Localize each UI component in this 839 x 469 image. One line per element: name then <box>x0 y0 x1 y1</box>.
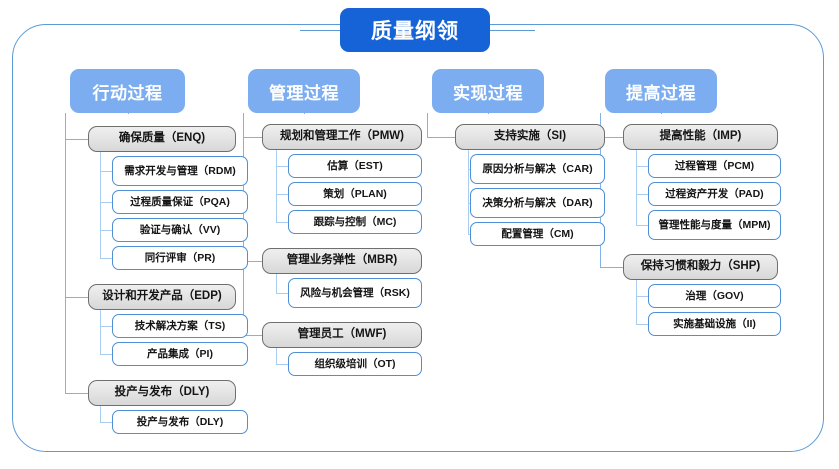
leaf-box[interactable]: 策划（PLAN) <box>288 182 422 206</box>
leaf-box[interactable]: 组织级培训（OT) <box>288 352 422 376</box>
connector-leaf-stub <box>100 354 112 356</box>
title-connector <box>490 30 535 32</box>
connector-group-stub <box>243 335 262 337</box>
group-box[interactable]: 支持实施（SI) <box>455 124 605 150</box>
connector-leaf-stub <box>636 296 648 298</box>
leaf-box[interactable]: 估算（EST) <box>288 154 422 178</box>
connector-child-spine <box>100 308 102 354</box>
connector-header-stub <box>488 113 490 114</box>
connector-leaf-stub <box>100 326 112 328</box>
leaf-box[interactable]: 风险与机会管理（RSK) <box>288 278 422 308</box>
column-header-2[interactable]: 管理过程 <box>248 69 360 113</box>
connector-child-spine <box>468 148 470 234</box>
connector-group-stub <box>600 137 623 139</box>
connector-child-spine <box>100 404 102 422</box>
group-box[interactable]: 确保质量（ENQ) <box>88 126 236 152</box>
leaf-box[interactable]: 治理（GOV) <box>648 284 781 308</box>
connector-leaf-stub <box>276 222 288 224</box>
leaf-box[interactable]: 同行评审（PR) <box>112 246 248 270</box>
connector-leaf-stub <box>468 234 470 236</box>
connector-leaf-stub <box>276 194 288 196</box>
column-header-3[interactable]: 实现过程 <box>432 69 544 113</box>
connector-group-stub <box>427 137 455 139</box>
leaf-box[interactable]: 管理性能与度量（MPM) <box>648 210 781 240</box>
connector-column-spine <box>427 113 429 137</box>
leaf-box[interactable]: 验证与确认（VV) <box>112 218 248 242</box>
group-box[interactable]: 规划和管理工作（PMW) <box>262 124 422 150</box>
group-box[interactable]: 提高性能（IMP) <box>623 124 778 150</box>
leaf-box[interactable]: 需求开发与管理（RDM) <box>112 156 248 186</box>
leaf-box[interactable]: 过程管理（PCM) <box>648 154 781 178</box>
connector-leaf-stub <box>100 230 112 232</box>
connector-leaf-stub <box>636 194 648 196</box>
connector-column-spine <box>65 113 67 393</box>
connector-leaf-stub <box>100 422 112 424</box>
connector-header-stub <box>127 113 129 114</box>
leaf-box[interactable]: 配置管理（CM) <box>470 222 605 246</box>
connector-child-spine <box>276 272 278 293</box>
connector-leaf-stub <box>100 202 112 204</box>
connector-leaf-stub <box>636 225 648 227</box>
leaf-box[interactable]: 实施基础设施（II) <box>648 312 781 336</box>
connector-leaf-stub <box>276 364 288 366</box>
connector-leaf-stub <box>100 171 112 173</box>
connector-group-stub <box>243 137 262 139</box>
connector-child-spine <box>100 150 102 258</box>
title-connector <box>300 30 345 32</box>
group-box[interactable]: 保持习惯和毅力（SHP) <box>623 254 778 280</box>
leaf-box[interactable]: 过程质量保证（PQA) <box>112 190 248 214</box>
connector-child-spine <box>636 148 638 225</box>
connector-group-stub <box>243 261 262 263</box>
connector-header-stub <box>661 113 663 114</box>
leaf-box[interactable]: 跟踪与控制（MC) <box>288 210 422 234</box>
group-box[interactable]: 管理员工（MWF) <box>262 322 422 348</box>
connector-leaf-stub <box>276 293 288 295</box>
connector-leaf-stub <box>636 324 648 326</box>
connector-header-stub <box>304 113 306 114</box>
connector-group-stub <box>600 267 623 269</box>
connector-child-spine <box>276 346 278 364</box>
connector-leaf-stub <box>276 166 288 168</box>
connector-group-stub <box>65 139 88 141</box>
connector-child-spine <box>276 148 278 222</box>
group-box[interactable]: 管理业务弹性（MBR) <box>262 248 422 274</box>
connector-leaf-stub <box>100 258 112 260</box>
leaf-box[interactable]: 投产与发布（DLY) <box>112 410 248 434</box>
leaf-box[interactable]: 原因分析与解决（CAR) <box>470 154 605 184</box>
connector-group-stub <box>65 297 88 299</box>
group-box[interactable]: 投产与发布（DLY) <box>88 380 236 406</box>
leaf-box[interactable]: 技术解决方案（TS) <box>112 314 248 338</box>
connector-child-spine <box>636 278 638 324</box>
diagram-title: 质量纲领 <box>340 8 490 52</box>
connector-group-stub <box>65 393 88 395</box>
column-header-4[interactable]: 提高过程 <box>605 69 717 113</box>
group-box[interactable]: 设计和开发产品（EDP) <box>88 284 236 310</box>
leaf-box[interactable]: 产品集成（PI) <box>112 342 248 366</box>
column-header-1[interactable]: 行动过程 <box>70 69 185 113</box>
leaf-box[interactable]: 决策分析与解决（DAR) <box>470 188 605 218</box>
leaf-box[interactable]: 过程资产开发（PAD) <box>648 182 781 206</box>
connector-leaf-stub <box>636 166 648 168</box>
